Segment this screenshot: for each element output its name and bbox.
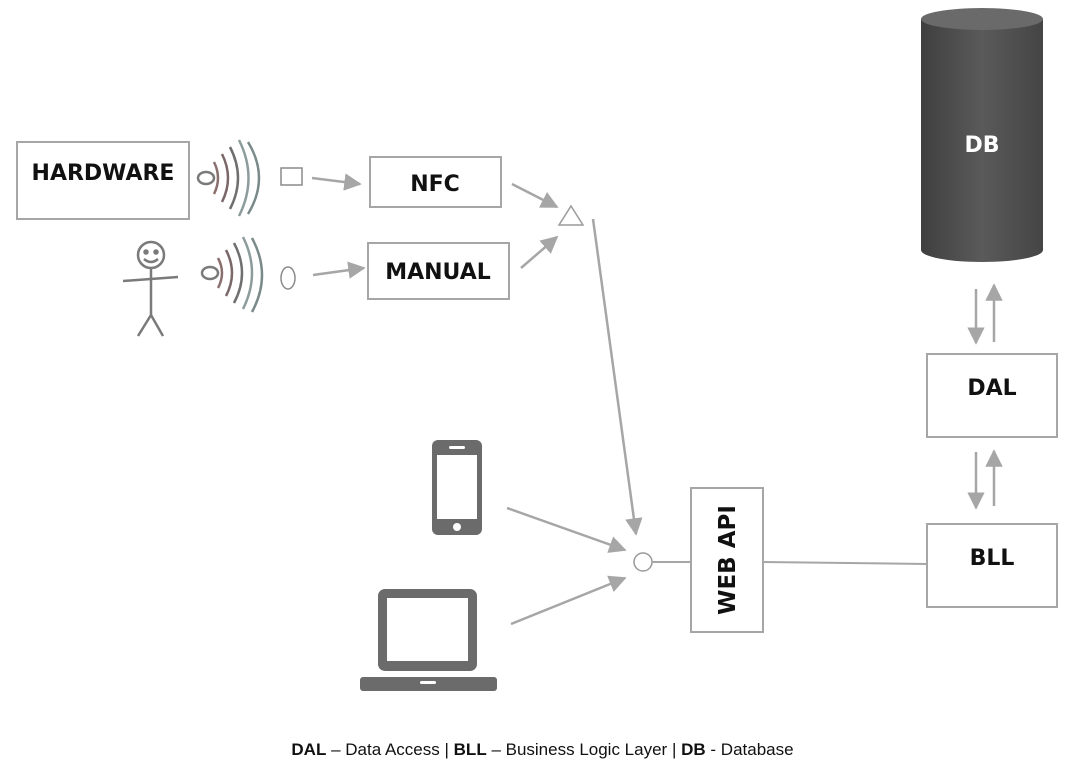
db-label: DB <box>964 133 999 158</box>
legend-bll-desc: – Business Logic Layer <box>491 740 668 759</box>
arrow-manual-to-merge <box>520 235 559 269</box>
line-api-to-bll <box>762 561 928 565</box>
merge-triangle-icon <box>557 204 585 226</box>
api-connector-icon <box>633 552 653 572</box>
legend-separator: | <box>671 740 677 759</box>
manual-input-icon <box>280 266 296 290</box>
web-api-label: WEB API <box>715 505 741 615</box>
hardware-box: HARDWARE <box>16 141 190 220</box>
wireless-signal-icon <box>196 139 261 217</box>
smartphone-icon <box>432 440 482 535</box>
arrow-phone-to-api <box>506 506 627 553</box>
legend-db-desc: - Database <box>710 740 794 759</box>
bll-label: BLL <box>970 546 1015 571</box>
arrow-person-to-manual <box>312 261 366 279</box>
bll-box: BLL <box>926 523 1058 608</box>
legend: DAL – Data Access | BLL – Business Logic… <box>0 740 1085 760</box>
legend-dal-desc: – Data Access <box>331 740 440 759</box>
laptop-icon <box>360 589 497 691</box>
arrow-nfc-to-merge <box>511 182 559 209</box>
legend-bll-abbr: BLL <box>453 740 487 759</box>
legend-separator: | <box>444 740 449 759</box>
arrow-hardware-to-nfc <box>311 173 362 191</box>
dal-label: DAL <box>967 376 1016 401</box>
nfc-tag-icon <box>280 167 303 186</box>
web-api-box: WEB API <box>690 487 764 633</box>
arrow-merge-to-api <box>591 218 643 536</box>
arrow-laptop-to-api <box>510 575 627 626</box>
person-icon <box>122 240 179 337</box>
manual-box: MANUAL <box>367 242 510 300</box>
legend-db-abbr: DB <box>681 740 706 759</box>
manual-label: MANUAL <box>385 260 491 285</box>
nfc-label: NFC <box>410 172 460 197</box>
dal-box: DAL <box>926 353 1058 438</box>
nfc-box: NFC <box>369 156 502 208</box>
wireless-signal-icon <box>200 236 264 313</box>
hardware-label: HARDWARE <box>32 161 175 186</box>
database-cylinder-icon: DB <box>921 8 1043 262</box>
legend-dal-abbr: DAL <box>291 740 327 759</box>
